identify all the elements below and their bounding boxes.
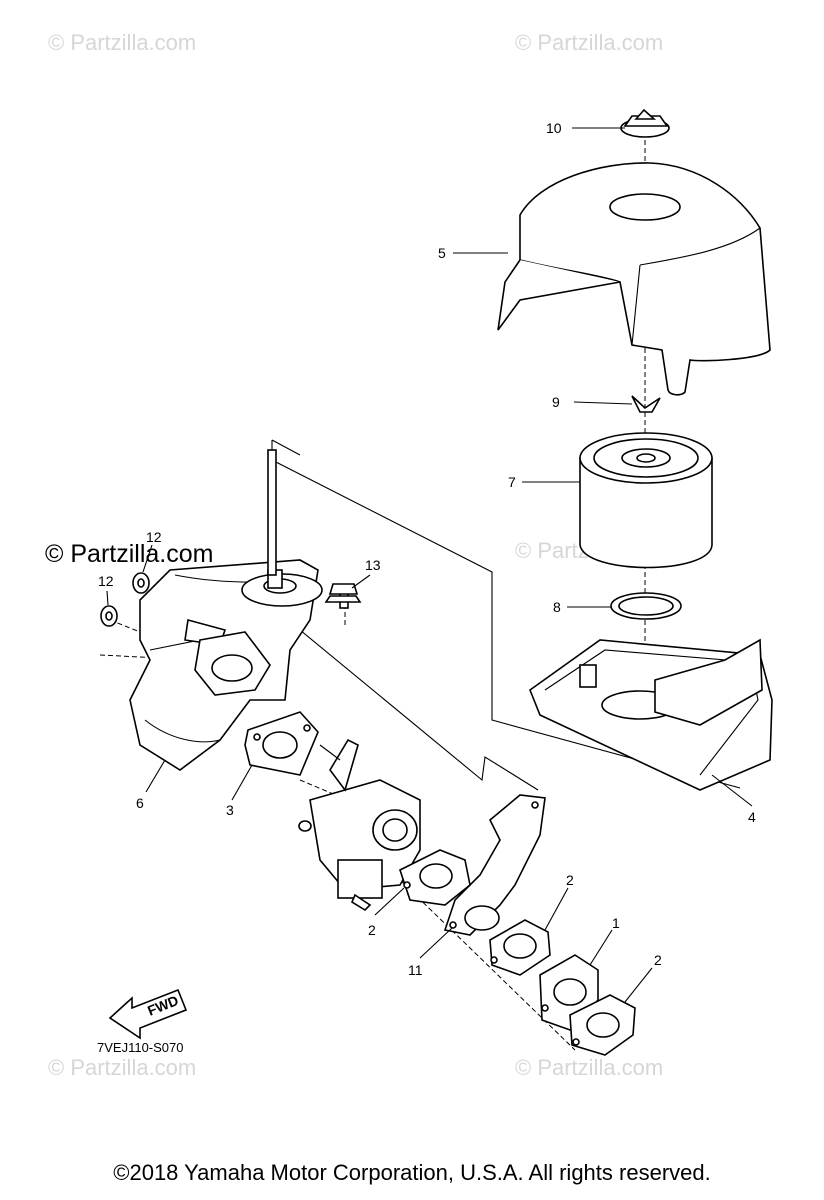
- part-5-air-cleaner-cover[interactable]: [497, 162, 771, 396]
- part-13-bolt[interactable]: [324, 583, 362, 609]
- callout-3: 3: [226, 802, 234, 818]
- callout-5: 5: [438, 245, 446, 261]
- callout-1: 1: [612, 915, 620, 931]
- part-12-nut-lower[interactable]: [100, 605, 118, 627]
- watermark-top-right: © Partzilla.com: [515, 30, 664, 55]
- watermark-top-left: © Partzilla.com: [48, 30, 197, 55]
- callout-2-right: 2: [654, 952, 662, 968]
- callout-4: 4: [748, 809, 756, 825]
- callout-6: 6: [136, 795, 144, 811]
- leader-lines: [106, 127, 753, 1003]
- part-11-bracket[interactable]: [443, 794, 546, 936]
- part-7-air-filter-element[interactable]: [579, 432, 713, 569]
- callout-10: 10: [546, 120, 562, 136]
- watermark-bottom-right: © Partzilla.com: [515, 1055, 664, 1080]
- part-6-intake-duct[interactable]: [129, 559, 323, 771]
- part-2-gasket-middle[interactable]: [489, 919, 551, 976]
- callout-7: 7: [508, 474, 516, 490]
- callout-2-middle: 2: [566, 872, 574, 888]
- callout-12-upper: 12: [146, 529, 162, 545]
- diagram-code: 7VEJ110-S070: [97, 1040, 184, 1055]
- part-4-air-cleaner-case[interactable]: [529, 638, 773, 791]
- part-2-gasket-right[interactable]: [569, 994, 636, 1056]
- part-8-seal-ring[interactable]: [610, 592, 682, 620]
- stud-bolt[interactable]: [267, 449, 277, 576]
- callout-2-left: 2: [368, 922, 376, 938]
- callout-12-lower: 12: [98, 573, 114, 589]
- part-2-gasket-left[interactable]: [399, 849, 471, 906]
- carburetor[interactable]: [298, 738, 421, 912]
- watermark-mid-left: © Partzilla.com: [45, 540, 214, 568]
- callout-11: 11: [408, 962, 423, 978]
- copyright-footer: ©2018 Yamaha Motor Corporation, U.S.A. A…: [113, 1160, 711, 1185]
- callout-13: 13: [365, 557, 381, 573]
- fwd-arrow-icon: FWD: [108, 988, 188, 1040]
- part-3-gasket[interactable]: [244, 711, 319, 776]
- part-10-knob[interactable]: [620, 108, 670, 138]
- callout-numbers: 10 5 9 7 8 4 6 3 2 11 2 1 2 13 12 12: [98, 120, 756, 978]
- part-12-nut-upper[interactable]: [132, 572, 150, 594]
- watermark-bottom-left: © Partzilla.com: [48, 1055, 197, 1080]
- callout-9: 9: [552, 394, 560, 410]
- callout-8: 8: [553, 599, 561, 615]
- part-9-wing-nut[interactable]: [631, 395, 661, 413]
